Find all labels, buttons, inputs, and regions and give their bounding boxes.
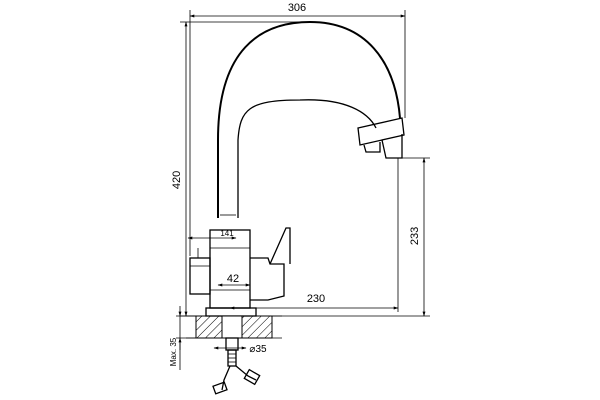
dimension-reach: 230 bbox=[229, 158, 399, 312]
dimension-306-label: 306 bbox=[288, 2, 306, 14]
dimension-spout-height: 233 bbox=[256, 157, 430, 317]
dimension-233-label: 233 bbox=[409, 227, 421, 245]
dimension-420-label: 420 bbox=[171, 171, 183, 189]
dimension-42-label: 42 bbox=[227, 273, 239, 285]
faucet-outline bbox=[189, 20, 405, 317]
mounting-hardware bbox=[212, 337, 261, 395]
dimension-diameter-label: ⌀35 bbox=[249, 344, 267, 355]
dimension-hole-diameter: ⌀35 bbox=[213, 344, 267, 355]
dimension-141-label: 141 bbox=[220, 229, 234, 238]
dimension-141: 141 bbox=[187, 229, 237, 240]
dimension-230-label: 230 bbox=[307, 293, 325, 305]
dimension-max-35-label: Max. 35 bbox=[169, 337, 178, 366]
dimension-max-thickness: Max. 35 bbox=[169, 306, 196, 370]
countertop-section bbox=[186, 315, 282, 339]
dimension-42: 42 bbox=[217, 273, 251, 287]
dimension-total-width: 306 bbox=[189, 2, 406, 256]
